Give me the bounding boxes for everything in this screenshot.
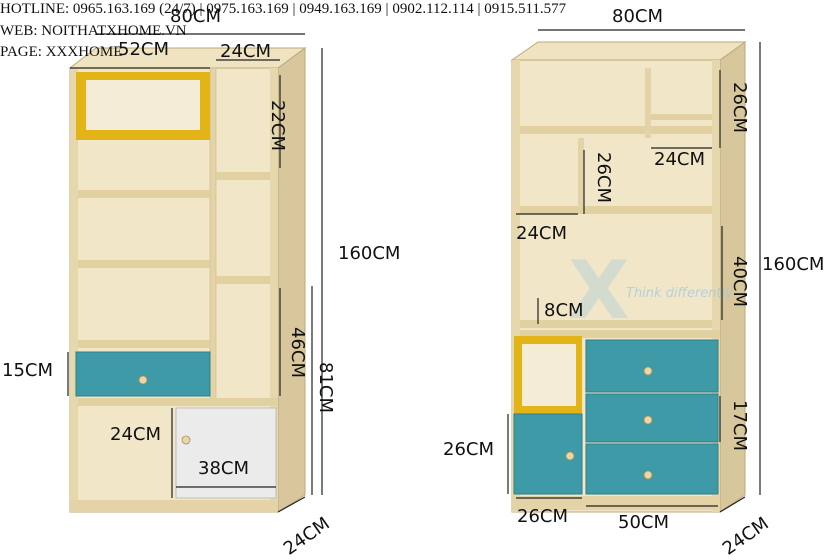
right-top-right-width-label: 24CM [654, 149, 706, 170]
right-mid-cubby-height-label: 26CM [593, 152, 614, 204]
left-width-label: 80CM [170, 6, 222, 27]
left-right-col-width-label: 24CM [220, 41, 272, 62]
right-total-height-label: 160CM [762, 254, 825, 275]
right-mid-cubby-width-label: 24CM [516, 223, 568, 244]
right-drawer-width-label: 50CM [618, 512, 670, 533]
left-dimension-lines [67, 33, 323, 513]
page-text: PAGE: XXXHOME [0, 44, 123, 60]
right-top-right-height-label: 26CM [729, 82, 750, 134]
left-top-inner-width-label: 52CM [118, 39, 170, 60]
left-lower-height-label: 81CM [315, 362, 336, 414]
left-top-right-height-label: 22CM [267, 100, 288, 152]
right-width-label: 80CM [612, 6, 664, 27]
left-cabinet-height-label: 24CM [110, 424, 162, 445]
left-cabinet-width-label: 38CM [198, 458, 250, 479]
hotline-text: HOTLINE: 0965.163.169 (24/7) | 0975.163.… [0, 1, 567, 17]
left-drawer-height-label: 15CM [2, 360, 54, 381]
left-shelf-unit [68, 47, 307, 513]
right-dimension-lines [507, 29, 761, 513]
right-drawer-height-label: 17CM [729, 400, 750, 452]
right-open-height-label: 40CM [729, 256, 750, 308]
right-shelf-gap-label: 8CM [544, 300, 584, 321]
web-text: WEB: NOITHATXHOME.VN [0, 23, 187, 39]
left-total-height-label: 160CM [338, 243, 401, 264]
right-shelf-unit: X [510, 41, 747, 513]
watermark-text: Think differently [626, 286, 733, 301]
left-mid-height-label: 46CM [287, 327, 308, 379]
right-door-height-label: 26CM [443, 439, 495, 460]
watermark-logo: X [568, 244, 630, 337]
right-door-width-label: 26CM [517, 506, 569, 527]
